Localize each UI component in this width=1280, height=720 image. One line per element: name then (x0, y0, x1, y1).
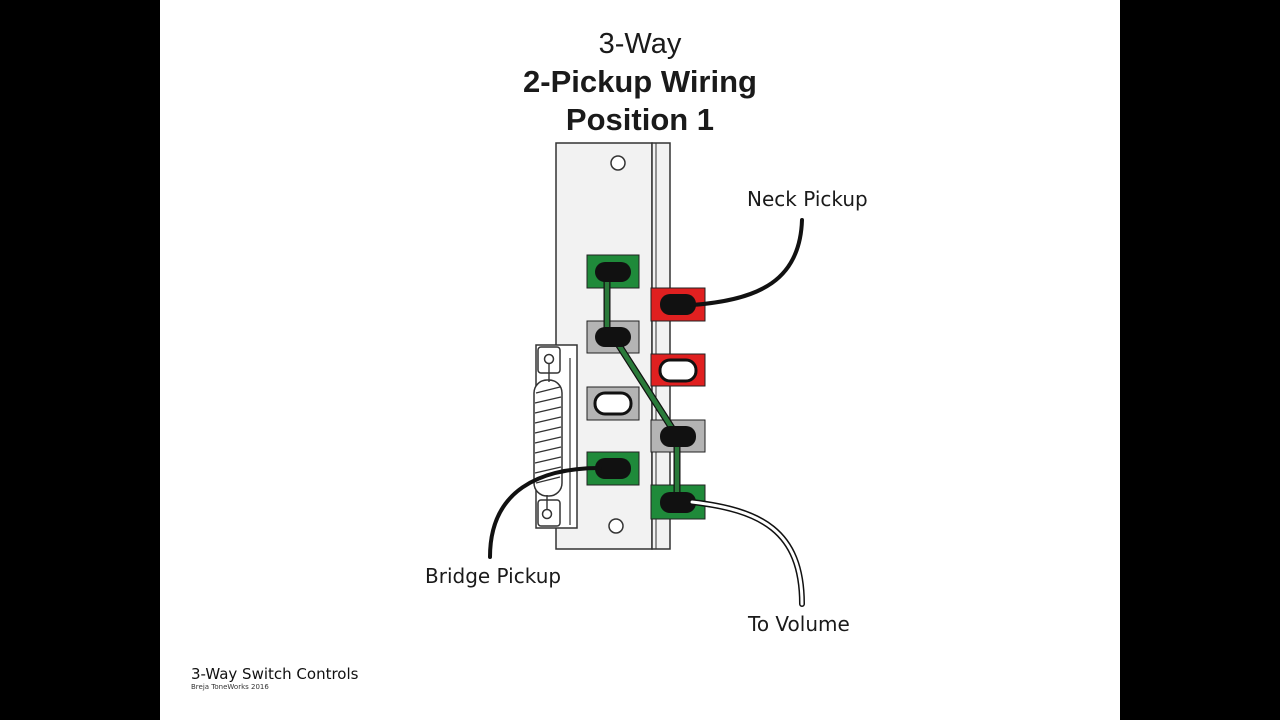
footer-title: 3-Way Switch Controls (191, 665, 359, 683)
footer-credit: Breja ToneWorks 2016 (191, 683, 269, 691)
title-line-2: 2-Pickup Wiring (523, 64, 757, 99)
bridge-pickup-label: Bridge Pickup (425, 564, 562, 588)
diagram-canvas: 3-Way 2-Pickup Wiring Position 1 (160, 0, 1120, 720)
title-line-1: 3-Way (598, 28, 682, 60)
to-volume-wire (690, 500, 804, 606)
mount-hole-bottom (608, 518, 624, 534)
neck-pickup-label: Neck Pickup (747, 187, 868, 211)
mount-hole-top (610, 155, 626, 171)
to-volume-label: To Volume (748, 612, 850, 636)
neck-pickup-wire (690, 218, 804, 307)
bridge-pickup-wire (488, 466, 602, 559)
switch-wiring-diagram (488, 142, 805, 607)
title-line-3: Position 1 (565, 102, 715, 137)
